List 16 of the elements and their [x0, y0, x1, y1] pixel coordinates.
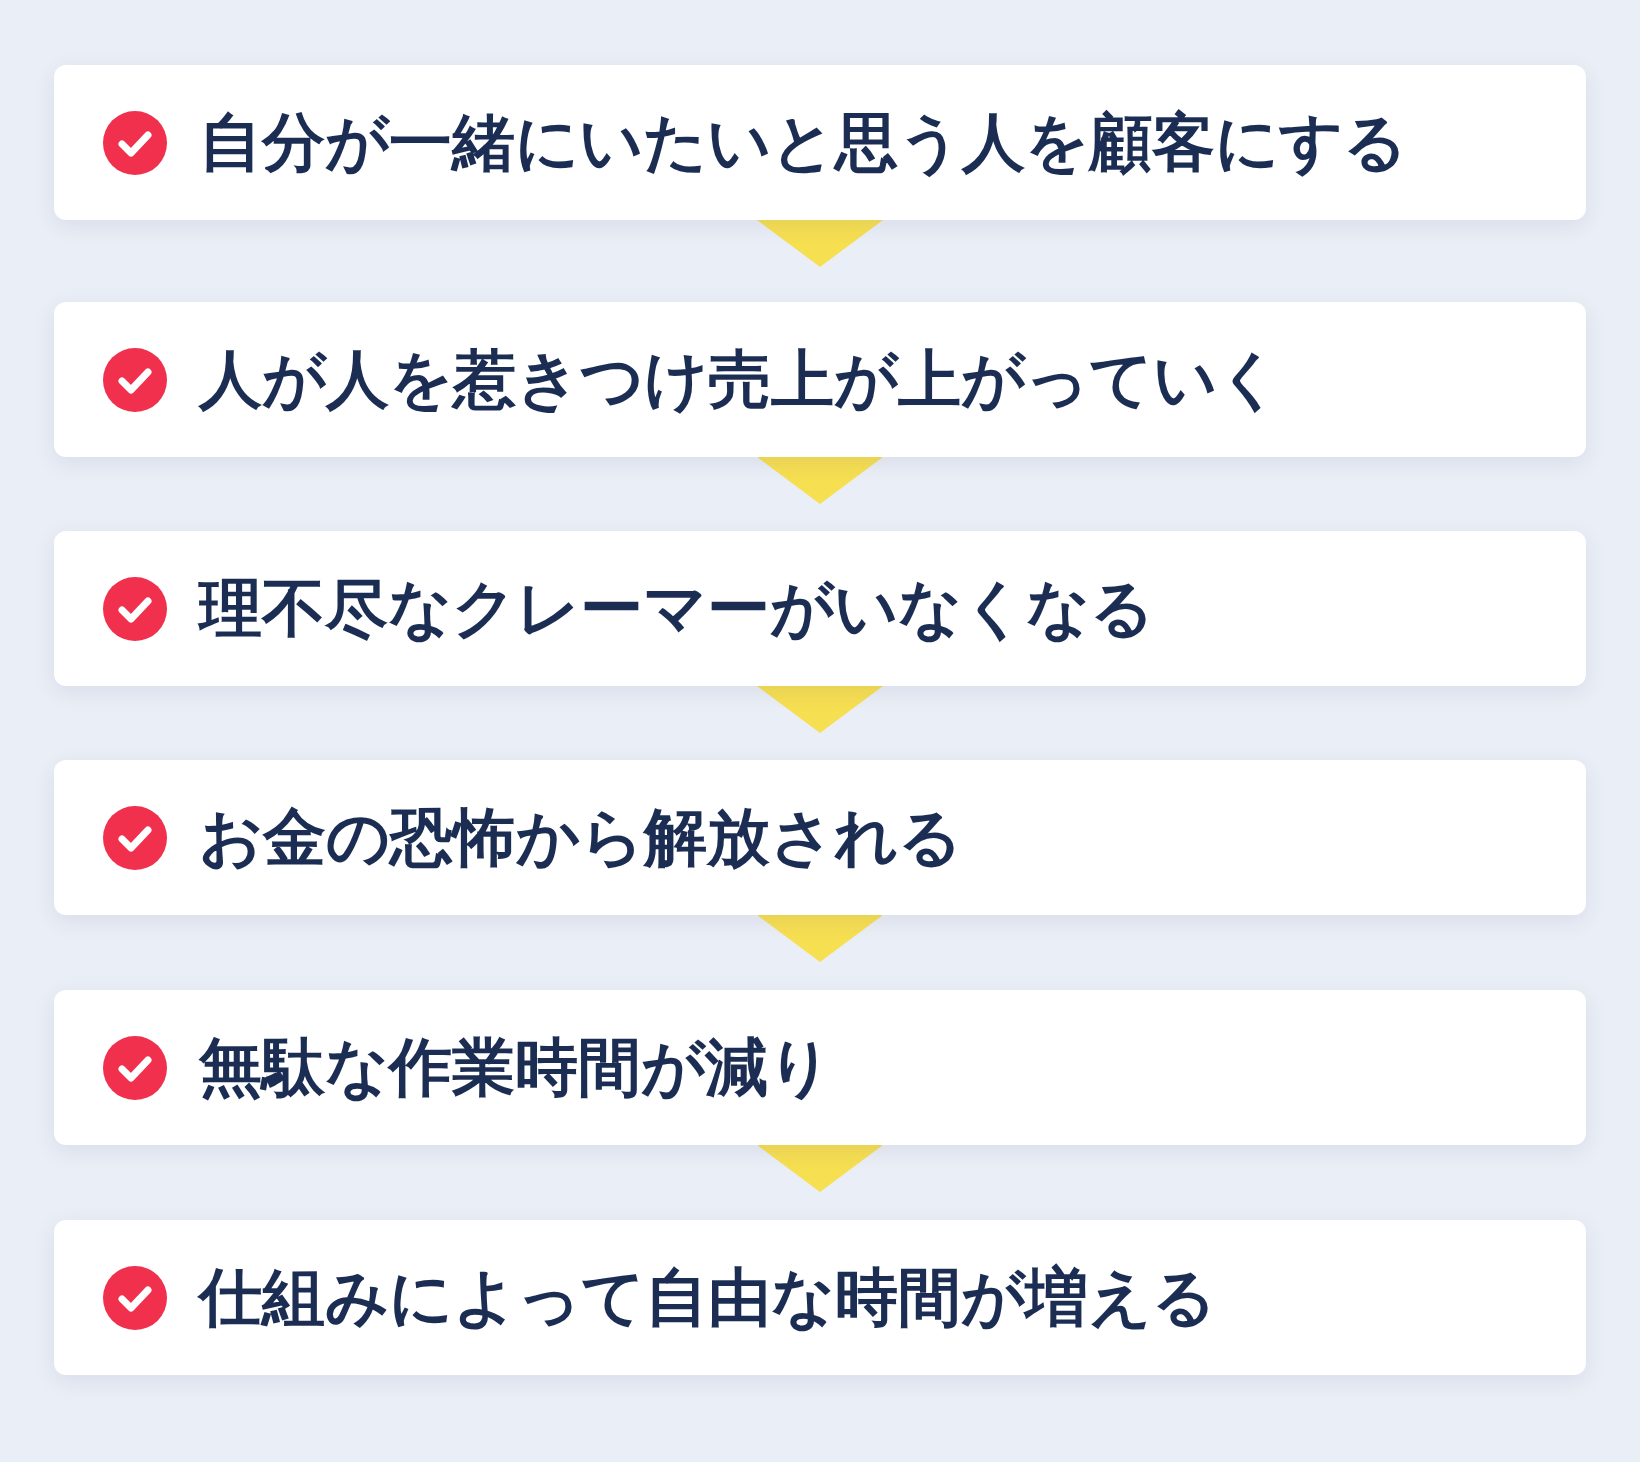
step-card: [54, 65, 1586, 220]
step-text: 無駄な作業時間が減り: [199, 1029, 832, 1106]
step-card: [54, 990, 1586, 1145]
step-card: [54, 760, 1586, 915]
step-card: [54, 1220, 1586, 1375]
chevron-arrow: [757, 686, 883, 733]
chevron-arrow: [757, 457, 883, 504]
chevron-arrow: [757, 1145, 883, 1192]
step-text: 人が人を惹きつけ売上が上がっていく: [199, 341, 1281, 418]
step-card: [54, 302, 1586, 457]
step-card: [54, 531, 1586, 686]
step-text: お金の恐怖から解放される: [199, 799, 962, 876]
step-text: 自分が一緒にいたいと思う人を顧客にする: [199, 104, 1407, 181]
chevron-arrow: [757, 915, 883, 962]
step-text: 理不尽なクレーマーがいなくなる: [199, 570, 1154, 647]
step-text: 仕組みによって自由な時間が増える: [199, 1259, 1216, 1336]
